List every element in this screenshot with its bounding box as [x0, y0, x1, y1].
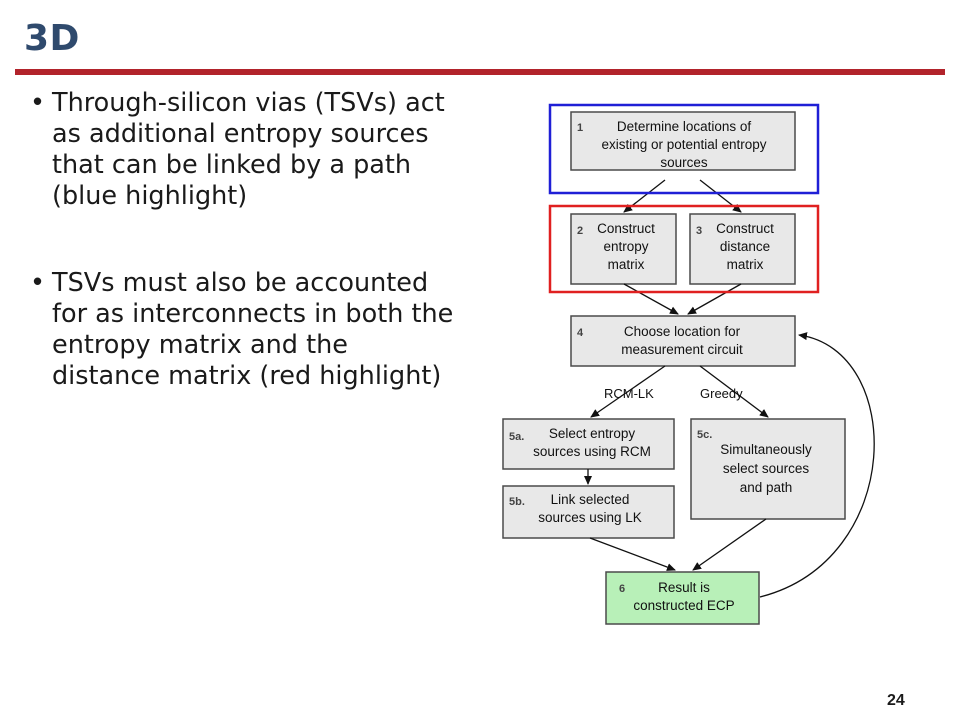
flow-node-4: 4 Choose location for measurement circui… — [570, 315, 796, 367]
node-text: sources using LK — [538, 510, 642, 525]
node-text: distance — [720, 239, 770, 254]
arrow-4-to-5a — [590, 365, 666, 418]
slide-title: 3D — [24, 18, 80, 59]
flow-node-1: 1 Determine locations of existing or pot… — [570, 111, 796, 171]
edge-label-rcm-lk: RCM-LK — [604, 386, 654, 401]
node-text: sources using RCM — [533, 444, 651, 459]
bullet-dot: • — [30, 268, 46, 298]
node-text: select sources — [723, 461, 810, 476]
node-text: Construct — [716, 221, 774, 236]
arrow-6-loop-to-4 — [759, 332, 875, 598]
node-number: 5a. — [509, 431, 524, 443]
bullet-item: • Through-silicon vias (TSVs) act as add… — [30, 88, 460, 212]
node-text: Determine locations of — [617, 119, 752, 134]
bullet-list: • Through-silicon vias (TSVs) act as add… — [30, 88, 460, 392]
node-number: 5c. — [697, 429, 712, 441]
bullet-text: TSVs must also be accounted for as inter… — [52, 268, 454, 391]
node-text: Choose location for — [624, 324, 741, 339]
bullet-text: Through-silicon vias (TSVs) act as addit… — [52, 88, 445, 211]
node-text: entropy — [603, 239, 648, 254]
flow-arrows — [584, 179, 875, 598]
arrow-3-to-4 — [687, 283, 742, 315]
edge-label-greedy: Greedy — [700, 386, 743, 401]
node-text: Result is — [658, 580, 710, 595]
node-text: matrix — [727, 257, 764, 272]
node-number: 6 — [619, 583, 625, 595]
node-text: measurement circuit — [621, 342, 743, 357]
node-number: 5b. — [509, 496, 525, 508]
node-text: sources — [660, 155, 708, 170]
node-number: 1 — [577, 122, 583, 134]
page-number: 24 — [887, 692, 905, 709]
flow-node-3: 3 Construct distance matrix — [689, 213, 796, 285]
bullet-dot: • — [30, 88, 46, 118]
node-text: existing or potential entropy — [601, 137, 766, 152]
blue-highlight-box — [548, 103, 820, 195]
title-divider — [15, 69, 945, 75]
node-text: Link selected — [551, 492, 630, 507]
arrow-5b-to-6 — [589, 537, 676, 571]
arrow-4-to-5c — [699, 365, 769, 418]
arrow-2-to-4 — [623, 283, 679, 315]
arrow-5c-to-6 — [692, 518, 767, 571]
node-number: 2 — [577, 225, 583, 237]
node-text: matrix — [608, 257, 645, 272]
red-highlight-box — [548, 204, 820, 294]
flow-node-5a: 5a. Select entropy sources using RCM — [502, 418, 675, 470]
node-text: and path — [740, 480, 793, 495]
node-text: Select entropy — [549, 426, 636, 441]
bullet-item: • TSVs must also be accounted for as int… — [30, 268, 460, 392]
node-number: 3 — [696, 225, 702, 237]
node-text: constructed ECP — [633, 598, 734, 613]
flow-node-2: 2 Construct entropy matrix — [570, 213, 677, 285]
node-text: Simultaneously — [720, 442, 812, 457]
flow-node-6: 6 Result is constructed ECP — [605, 571, 760, 625]
node-text: Construct — [597, 221, 655, 236]
flow-node-5c: 5c. Simultaneously select sources and pa… — [690, 418, 846, 520]
flow-node-5b: 5b. Link selected sources using LK — [502, 485, 675, 539]
node-number: 4 — [577, 327, 584, 339]
